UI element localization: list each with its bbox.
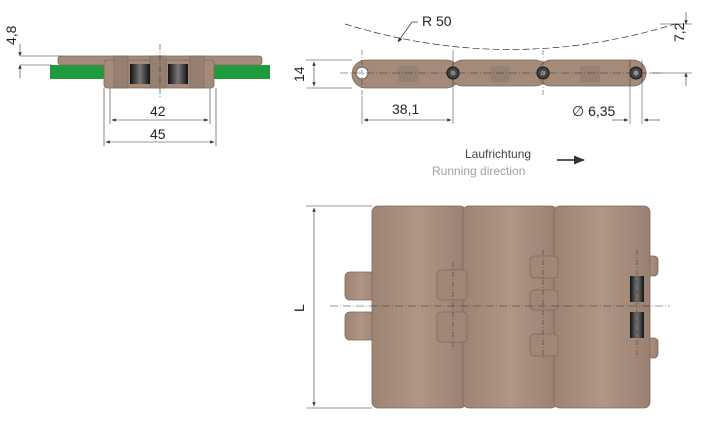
radius-arc: [344, 23, 676, 50]
guide-rail-left: [50, 65, 106, 79]
dim-radius: R 50: [422, 13, 452, 29]
running-direction: Laufrichtung Running direction: [432, 147, 586, 178]
dim-sag: 7,2: [671, 22, 687, 42]
dim-length: L: [291, 304, 307, 312]
guide-rail-right: [214, 65, 270, 79]
dim-height: 14: [291, 66, 307, 82]
direction-label-de: Laufrichtung: [465, 147, 531, 161]
pin-left: [130, 64, 150, 84]
top-plate-3: [553, 205, 651, 409]
top-view: L: [291, 205, 670, 409]
side-view: R 50 14 7,2 38: [291, 12, 692, 124]
dim-plate-thickness: 4,8: [3, 25, 19, 45]
cross-section-view: 4,8 42 45: [3, 25, 270, 146]
top-plate-1: [371, 205, 467, 409]
dim-inner-width: 42: [150, 103, 166, 119]
dim-outer-width: 45: [150, 126, 166, 142]
pin-right: [168, 64, 188, 84]
top-pin-upper: [630, 276, 644, 302]
dim-pin-diameter: ∅ 6,35: [572, 103, 616, 119]
dim-pitch: 38,1: [392, 101, 419, 117]
direction-label-en: Running direction: [432, 164, 525, 178]
